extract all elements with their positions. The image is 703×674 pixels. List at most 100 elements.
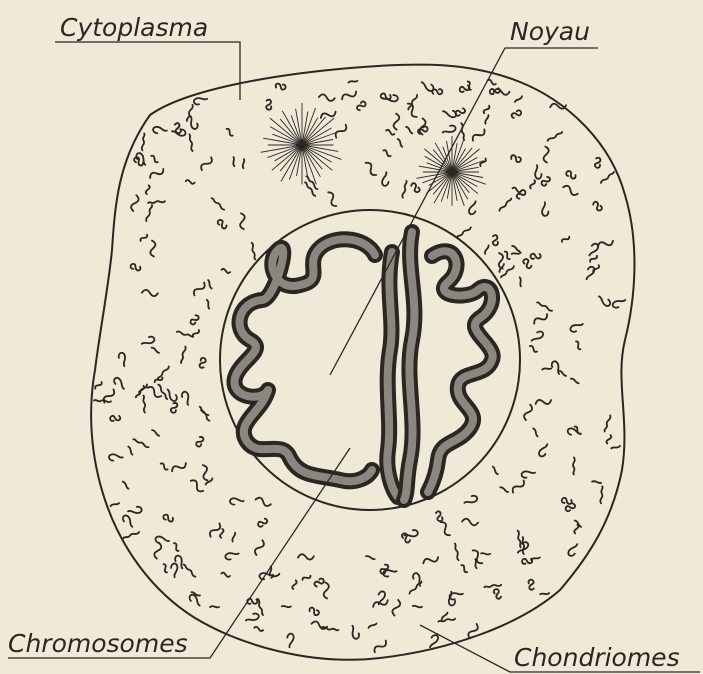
chondriome xyxy=(514,96,522,102)
chondriome xyxy=(130,195,139,212)
chondriome xyxy=(542,146,550,163)
chondriome xyxy=(351,626,360,639)
chondriome xyxy=(406,126,412,134)
chondriome xyxy=(535,397,552,407)
chondriome xyxy=(565,169,576,181)
chondriome xyxy=(504,251,511,260)
chondriome xyxy=(493,466,498,475)
chondriome xyxy=(481,552,490,555)
chondriome xyxy=(398,138,403,147)
chondriome xyxy=(438,618,455,623)
chondriome xyxy=(540,593,549,594)
chondriome xyxy=(258,519,267,527)
chondriome xyxy=(411,183,420,193)
chondriome xyxy=(168,563,180,578)
chondriome xyxy=(529,345,538,353)
chondriome xyxy=(511,479,526,495)
chondriome xyxy=(142,290,158,297)
chondriome xyxy=(162,564,168,573)
chondriome xyxy=(348,81,357,83)
chondriome xyxy=(251,243,256,260)
chondriome xyxy=(512,253,521,254)
chondriome xyxy=(175,555,183,568)
chondriome xyxy=(189,478,205,493)
chondriome xyxy=(575,341,582,350)
chondriome xyxy=(275,80,287,92)
chondriome xyxy=(221,572,230,577)
chondriome xyxy=(148,166,165,180)
chondriome xyxy=(199,155,213,171)
chondriome xyxy=(225,552,239,561)
chondriome xyxy=(499,198,512,211)
chondriome xyxy=(326,191,339,208)
chondriome xyxy=(168,402,180,414)
chondriome xyxy=(162,512,174,524)
chondriome xyxy=(484,584,501,588)
chondriome xyxy=(537,444,552,457)
chondriome xyxy=(142,133,145,150)
chondriome xyxy=(510,153,522,165)
chondriome xyxy=(379,564,390,575)
chondriome xyxy=(232,533,236,542)
chondriome xyxy=(613,300,626,308)
chondriome xyxy=(457,227,472,238)
chondriome xyxy=(145,185,150,194)
chromosomes-leader xyxy=(8,448,350,658)
chondriome xyxy=(521,555,533,567)
chondriome xyxy=(571,378,579,384)
chondriome xyxy=(434,511,445,522)
chondriome xyxy=(562,184,579,196)
chondriome xyxy=(512,245,519,252)
chondriome xyxy=(573,457,575,474)
chondriome xyxy=(254,539,266,556)
chondriome xyxy=(110,503,119,506)
chondriome xyxy=(530,331,544,341)
chondriome xyxy=(462,519,478,526)
chondriome xyxy=(426,634,441,648)
chondriome xyxy=(130,261,142,273)
chondriome xyxy=(208,280,212,289)
chondriome xyxy=(192,281,206,297)
chondriome xyxy=(194,436,206,448)
chondriome xyxy=(233,157,234,166)
chondriome xyxy=(238,213,247,230)
chondriome xyxy=(314,578,324,587)
chondriome xyxy=(196,357,208,369)
chondriome xyxy=(606,435,612,444)
chondriome xyxy=(592,157,604,169)
chondriome xyxy=(140,234,148,242)
chondriome xyxy=(530,250,542,262)
chondriome xyxy=(173,542,180,551)
chondriome xyxy=(122,514,132,528)
chondriome xyxy=(199,406,210,421)
chondriome xyxy=(512,187,521,193)
chondriome xyxy=(413,605,422,608)
chondriome xyxy=(540,202,552,217)
chondriome xyxy=(311,621,328,630)
chondriome xyxy=(298,553,314,560)
chondriome xyxy=(363,161,378,177)
cytoplasma-leader xyxy=(55,42,240,100)
chondriome xyxy=(192,329,200,338)
chondriome xyxy=(356,101,366,110)
chondriome xyxy=(292,580,297,589)
chondriome xyxy=(372,597,389,609)
chondriome xyxy=(123,531,139,539)
chondriome xyxy=(242,159,245,168)
chondriome xyxy=(309,606,320,618)
label-cytoplasma: Cytoplasma xyxy=(60,13,208,42)
chondriome xyxy=(523,259,531,268)
chondriome xyxy=(525,579,537,591)
chondriome xyxy=(604,415,611,432)
chondriome xyxy=(211,198,225,211)
chondriome xyxy=(547,131,562,141)
chromosome-right xyxy=(428,251,493,492)
chondriome xyxy=(600,171,614,183)
label-noyau: Noyau xyxy=(510,17,590,46)
chondriome xyxy=(566,544,581,557)
chondriome xyxy=(263,99,275,111)
chondriome xyxy=(517,530,522,547)
chondriome xyxy=(149,240,157,257)
